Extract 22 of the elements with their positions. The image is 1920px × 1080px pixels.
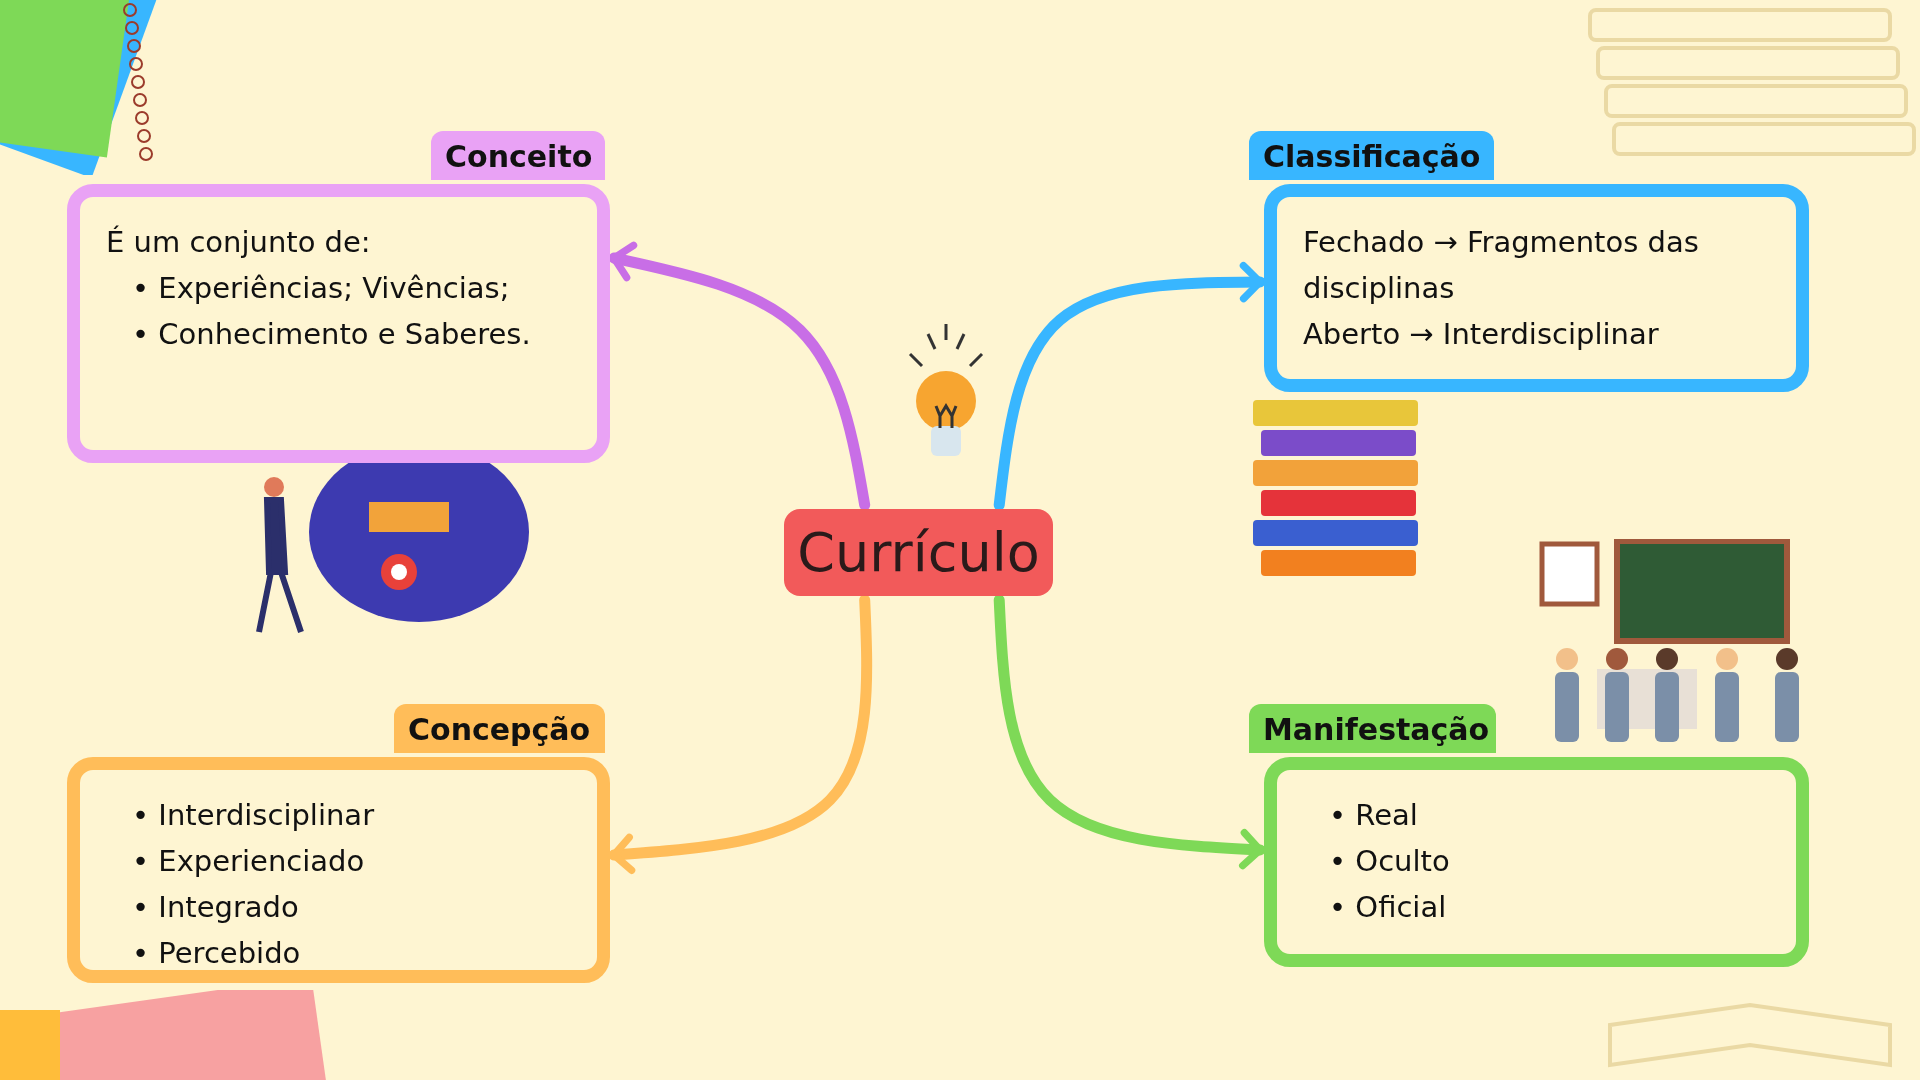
body-text: É um conjunto de: [106, 224, 372, 261]
heading-tab: Manifestação [1249, 704, 1496, 753]
list-item: • Oculto [1329, 843, 1451, 880]
curved-arrow [608, 594, 873, 874]
heading-tab: Classificação [1249, 131, 1494, 180]
list-item: • Experiências; Vivências; [132, 270, 511, 307]
list-item: • Conhecimento e Saberes. [132, 316, 532, 353]
list-item: • Oficial [1329, 889, 1448, 926]
curved-arrow [993, 261, 1266, 511]
topic-title: Currículo [797, 521, 1040, 584]
list-item: • Percebido [132, 935, 302, 972]
heading-tab: Concepção [394, 704, 605, 753]
list-item: • Experienciado [132, 843, 366, 880]
body-text: Fechado → Fragmentos das disciplinas [1303, 224, 1700, 307]
list-item: • Interdisciplinar [132, 797, 376, 834]
body-text: Aberto → Interdisciplinar [1303, 316, 1660, 353]
list-item: • Real [1329, 797, 1419, 834]
curved-arrow [608, 241, 871, 511]
heading-tab: Conceito [431, 131, 605, 180]
topic-box [784, 509, 1053, 596]
list-item: • Integrado [132, 889, 300, 926]
curved-arrow [993, 594, 1266, 870]
